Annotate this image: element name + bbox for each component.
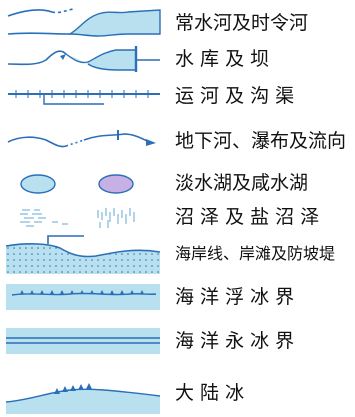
legend-row-lakes: 淡水湖及咸水湖 [0,170,355,198]
legend-label-underground: 地下河、瀑布及流向 [175,130,347,152]
legend-row-permanent-ice: 海 洋 永 冰 界 [0,326,355,356]
lakes-symbol [20,174,134,194]
legend-row-reservoir: 水 库 及 坝 [0,42,355,76]
legend-label-continental-ice: 大 陆 冰 [175,382,245,404]
legend-row-coast: 海岸线、岸滩及防坡堤 [0,234,355,276]
legend-label-canal: 运 河 及 沟 渠 [175,85,295,107]
legend-label-rivers: 常水河及时令河 [175,12,309,34]
legend-row-underground: 地下河、瀑布及流向 [0,122,355,158]
canal-ditch-symbol [8,90,160,105]
coastline-symbol [5,235,161,274]
continental-ice-symbol [5,383,161,414]
marsh-symbol [20,208,135,228]
legend-label-coast: 海岸线、岸滩及防坡堤 [175,244,336,263]
river-symbol [7,8,161,37]
legend-row-canal: 运 河 及 沟 渠 [0,84,355,114]
legend-row-marsh: 沼 泽 及 盐 沼 泽 [0,200,355,236]
legend-row-floating-ice: 海 洋 浮 冰 界 [0,282,355,312]
reservoir-dam-symbol [7,46,160,72]
legend-label-lakes: 淡水湖及咸水湖 [175,172,309,194]
floating-ice-symbol [6,284,160,310]
legend-label-reservoir: 水 库 及 坝 [175,48,270,70]
underground-river-symbol [7,130,156,148]
legend-label-floating-ice: 海 洋 浮 冰 界 [175,286,295,308]
legend-label-marsh: 沼 泽 及 盐 沼 泽 [175,206,320,228]
permanent-ice-symbol [6,328,160,354]
legend-row-rivers: 常水河及时令河 [0,4,355,40]
legend-row-continental-ice: 大 陆 冰 [0,372,355,414]
legend-label-permanent-ice: 海 洋 永 冰 界 [175,330,295,352]
